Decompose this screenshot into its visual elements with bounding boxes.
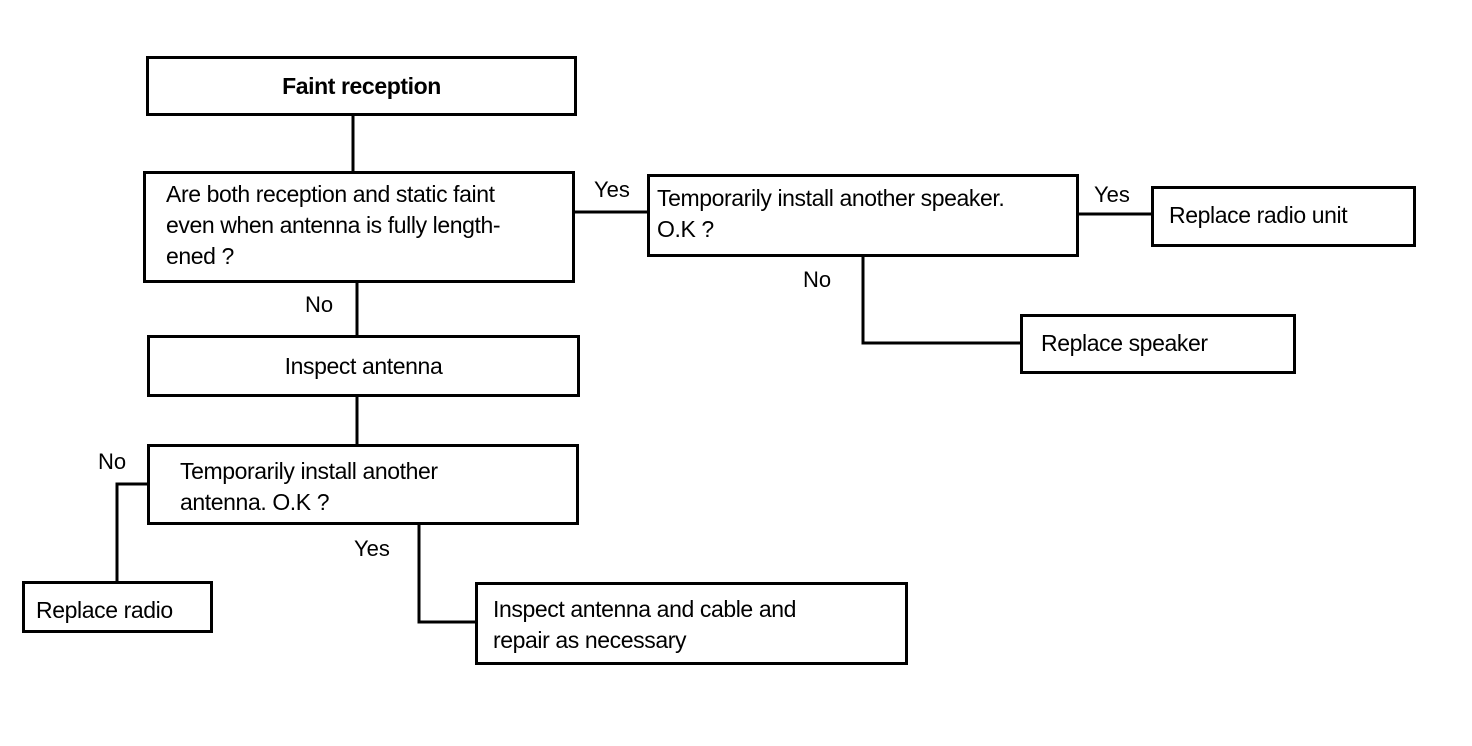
both-faint-question-line-3: ened ?: [166, 243, 234, 269]
replace-speaker-box: Replace speaker: [1020, 314, 1296, 374]
inspect-antenna-box: Inspect antenna: [147, 335, 580, 397]
replace-radio-unit-text: Replace radio unit: [1169, 202, 1348, 228]
inspect-antenna-text: Inspect antenna: [284, 352, 443, 379]
inspect-cable-box: Inspect antenna and cable and repair as …: [475, 582, 908, 665]
antenna-question-line-1: Temporarily install another: [180, 458, 438, 484]
replace-radio-text: Replace radio: [36, 597, 173, 623]
speaker-question-line-1: Temporarily install another speaker.: [657, 185, 1005, 211]
faint-reception-box: Faint reception: [146, 56, 577, 116]
both-faint-yes-label: Yes: [594, 177, 630, 202]
connector-antenna-to-replace-radio: [115, 482, 148, 582]
both-faint-question-line-2: even when antenna is fully length-: [166, 212, 501, 238]
antenna-yes-label: Yes: [354, 536, 390, 561]
both-faint-no-label: No: [305, 292, 334, 317]
speaker-yes-label: Yes: [1094, 182, 1130, 207]
replace-speaker-text: Replace speaker: [1041, 330, 1208, 356]
both-faint-question-box: Are both reception and static faint even…: [143, 171, 575, 283]
inspect-cable-line-1: Inspect antenna and cable and: [493, 596, 796, 622]
antenna-question-line-2: antenna. O.K ?: [180, 489, 330, 515]
connector-antenna-to-inspect-cable: [417, 524, 476, 624]
replace-radio-unit-box: Replace radio unit: [1151, 186, 1416, 247]
replace-radio-box: Replace radio: [22, 581, 213, 633]
faint-reception-text: Faint reception: [282, 72, 441, 99]
connector-speaker-to-replace-speaker: [861, 256, 1021, 345]
antenna-no-label: No: [98, 449, 127, 474]
inspect-cable-line-2: repair as necessary: [493, 627, 687, 653]
speaker-no-label: No: [803, 267, 832, 292]
speaker-question-box: Temporarily install another speaker. O.K…: [647, 174, 1079, 257]
antenna-question-box: Temporarily install another antenna. O.K…: [147, 444, 579, 525]
speaker-question-line-2: O.K ?: [657, 216, 714, 242]
both-faint-question-line-1: Are both reception and static faint: [166, 181, 495, 207]
